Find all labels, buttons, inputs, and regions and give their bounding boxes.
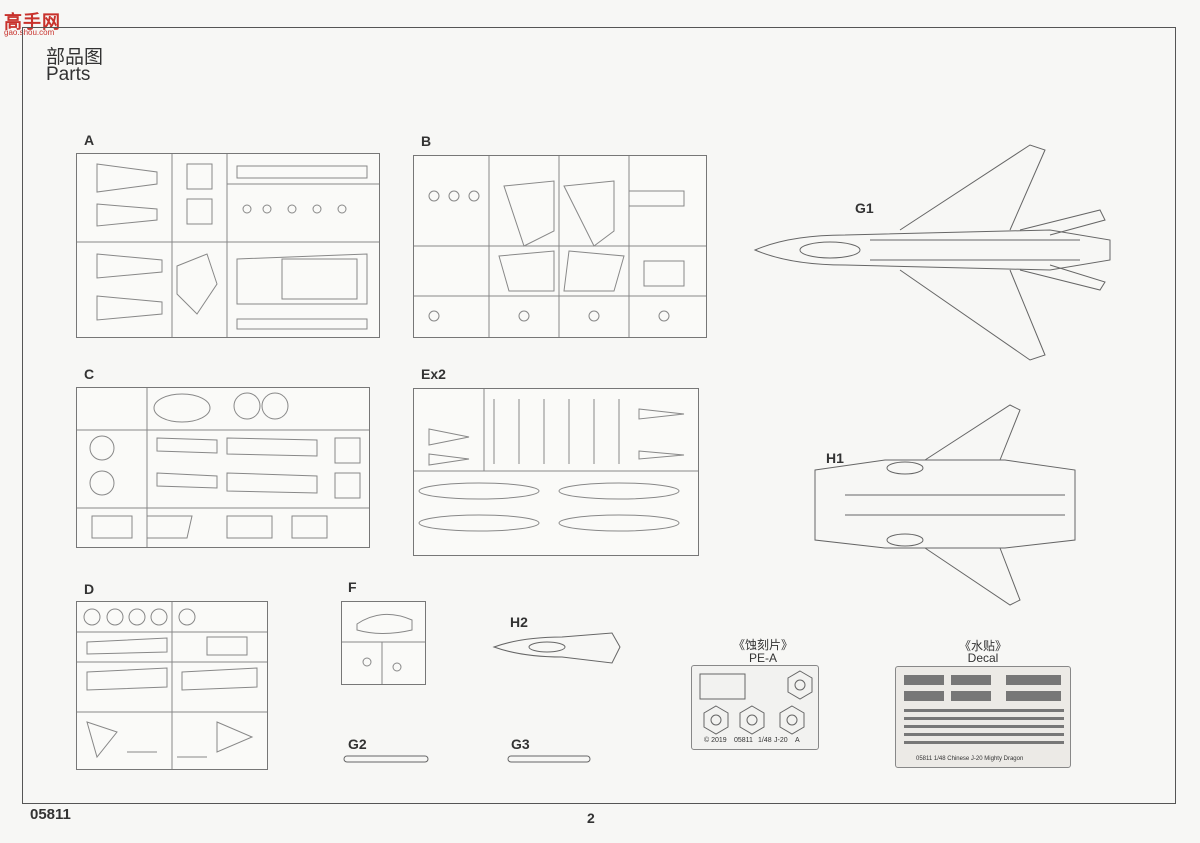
sprue-f-drawing bbox=[342, 613, 425, 684]
decal-sheet-caption: 05811 1/48 Chinese J-20 Mighty Dragon bbox=[916, 756, 1024, 762]
sprue-f bbox=[341, 601, 426, 685]
sprue-b-label: B bbox=[421, 133, 432, 149]
sprue-f-label: F bbox=[348, 579, 357, 595]
part-h1-drawing bbox=[814, 404, 1076, 606]
sprue-c-label: C bbox=[84, 366, 95, 382]
part-g2-label: G2 bbox=[348, 736, 367, 752]
sprue-d-label: D bbox=[84, 581, 95, 597]
sprue-d bbox=[76, 601, 268, 770]
sprue-a-label: A bbox=[84, 132, 95, 148]
sprue-a-drawing bbox=[77, 154, 379, 337]
decal-sheet-drawing bbox=[904, 675, 1064, 744]
footer-product-code: 05811 bbox=[30, 806, 71, 823]
page-title-chinese: 部品图 bbox=[46, 46, 104, 68]
sprue-d-drawing bbox=[77, 602, 267, 769]
sprue-ex2-label: Ex2 bbox=[421, 366, 446, 382]
pe-sheet-drawing bbox=[699, 670, 813, 735]
sprue-c-drawing bbox=[77, 388, 369, 547]
sprue-c bbox=[76, 387, 370, 548]
decal-caption-english: Decal bbox=[967, 651, 999, 665]
pe-code: 05811 bbox=[734, 737, 753, 744]
pe-sheet: © 2019 05811 1/48 J-20 A bbox=[691, 665, 819, 750]
part-g1-drawing bbox=[753, 144, 1111, 361]
footer-page-number: 2 bbox=[587, 810, 595, 826]
part-h1-label: H1 bbox=[826, 450, 844, 466]
part-g1-label: G1 bbox=[855, 200, 874, 216]
pe-caption-chinese: 《蚀刻片》 bbox=[732, 638, 793, 652]
part-h2-label: H2 bbox=[510, 614, 528, 630]
decal-caption-chinese: 《水贴》 bbox=[958, 639, 1007, 653]
sprue-b bbox=[413, 155, 707, 338]
sprue-b-drawing bbox=[414, 156, 706, 337]
pe-copyright: © 2019 bbox=[704, 737, 727, 744]
part-g3-label: G3 bbox=[511, 736, 530, 752]
pe-mark: A bbox=[795, 737, 800, 744]
part-g2-drawing bbox=[343, 755, 429, 763]
pe-caption-english: PE-A bbox=[748, 651, 777, 665]
decal-sheet: 05811 1/48 Chinese J-20 Mighty Dragon bbox=[895, 666, 1071, 768]
page-title-english: Parts bbox=[46, 64, 91, 85]
pe-scale: 1/48 bbox=[758, 737, 772, 744]
page-frame bbox=[22, 27, 1176, 804]
part-g3-drawing bbox=[507, 755, 591, 763]
sprue-ex2-drawing bbox=[414, 389, 698, 532]
sprue-a bbox=[76, 153, 380, 338]
sprue-ex2 bbox=[413, 388, 699, 556]
watermark-url: gao.shou.com bbox=[4, 28, 55, 37]
part-h2-drawing bbox=[492, 632, 621, 664]
pe-model: J-20 bbox=[774, 737, 788, 744]
